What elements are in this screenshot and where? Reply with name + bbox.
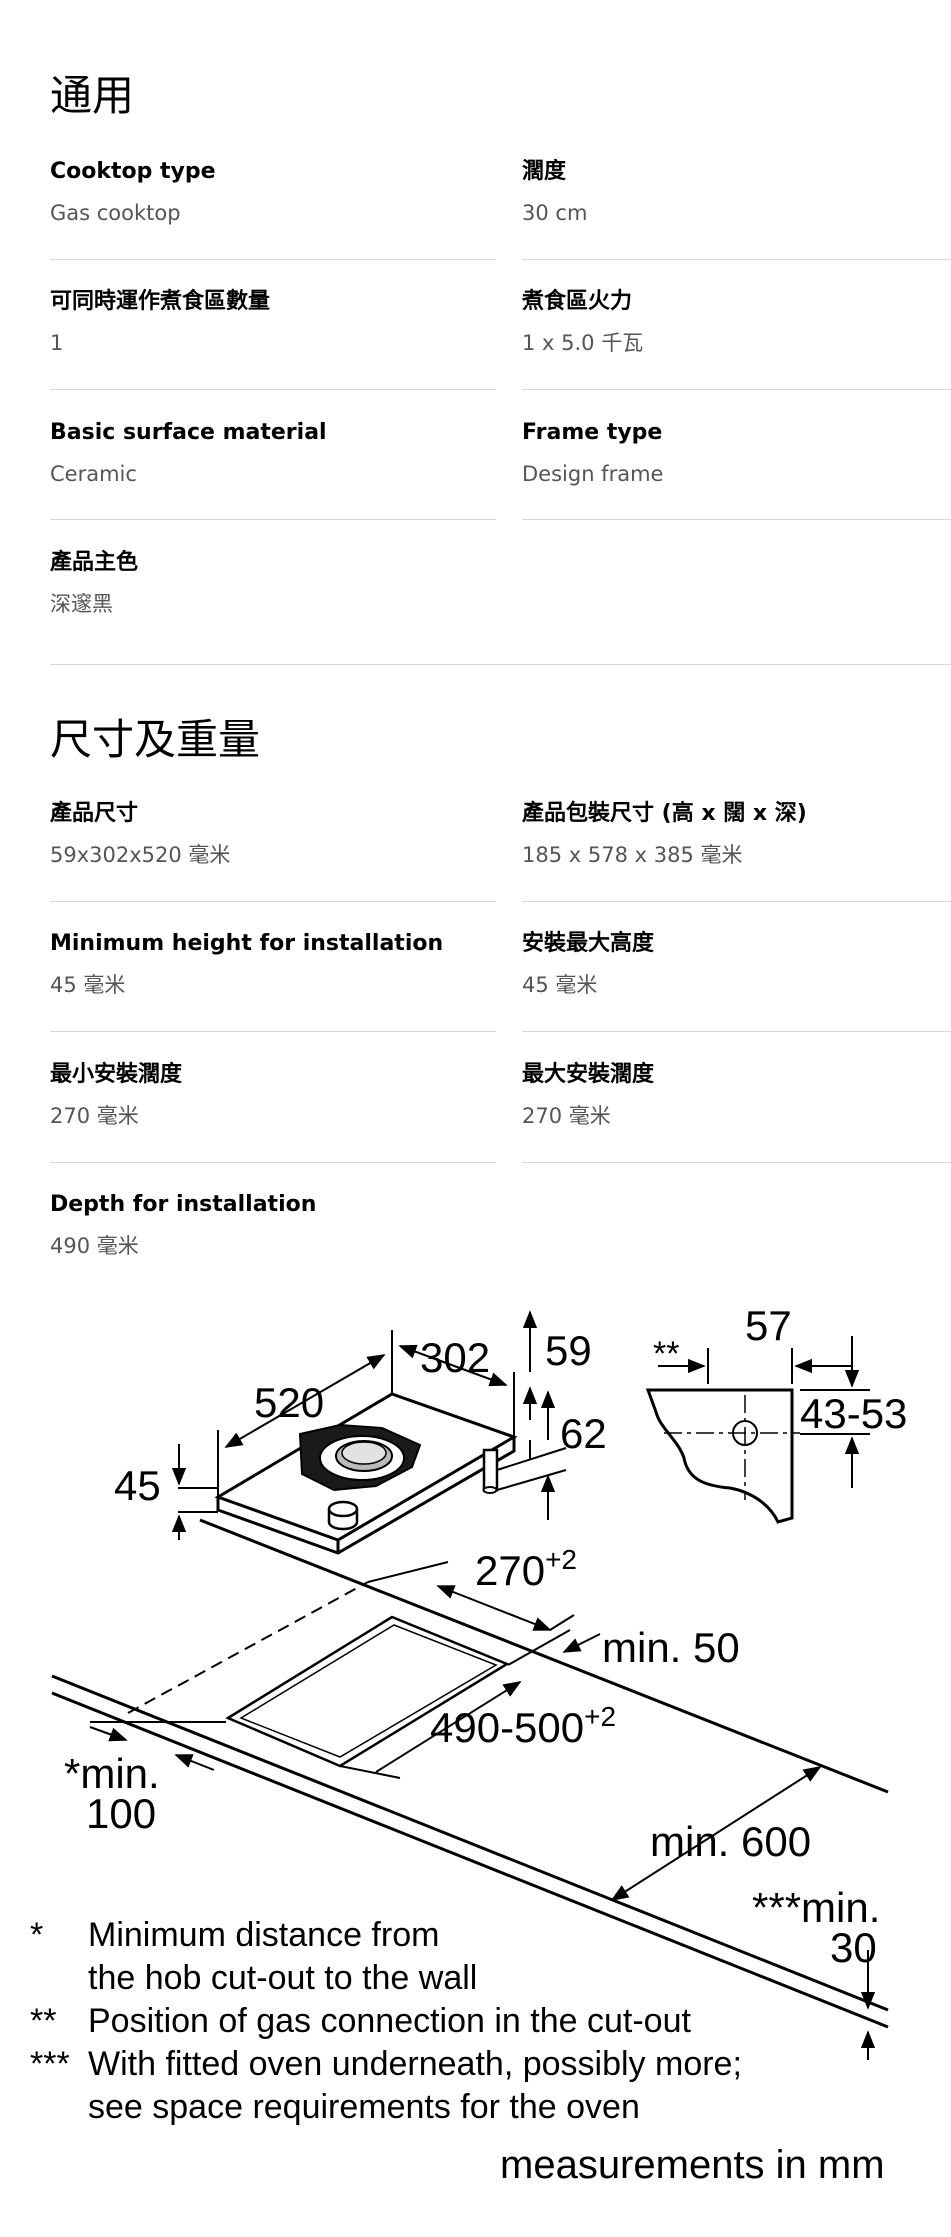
note-2-line-1: Position of gas connection in the cut-ou… bbox=[88, 2002, 691, 2040]
spec-label: 煮食區火力 bbox=[522, 289, 633, 314]
spec-label: 最大安裝濶度 bbox=[522, 1062, 655, 1087]
note-3-line-2: see space requirements for the oven bbox=[88, 2088, 640, 2126]
spec-label: 產品尺寸 bbox=[50, 801, 139, 826]
section-title-general: 通用 bbox=[50, 71, 135, 120]
spec-value: 30 cm bbox=[522, 201, 588, 225]
dim-270-tolerance: +2 bbox=[545, 1544, 577, 1575]
spec-zone-count: 可同時運作煮食區數量 1 bbox=[50, 287, 496, 358]
dim-270: 270+2 bbox=[475, 1544, 577, 1594]
spec-label: 產品主色 bbox=[50, 550, 139, 575]
spec-label: 安裝最大高度 bbox=[522, 931, 655, 956]
spec-value: Ceramic bbox=[50, 462, 137, 486]
note-1-mark: * bbox=[30, 1916, 43, 1954]
spec-zone-power: 煮食區火力 1 x 5.0 千瓦 bbox=[522, 287, 951, 358]
divider bbox=[50, 519, 496, 520]
dim-min-600: min. 600 bbox=[650, 1818, 811, 1865]
dim-270-value: 270 bbox=[475, 1547, 545, 1594]
spec-value: 270 毫米 bbox=[50, 1104, 139, 1128]
spec-value: 490 毫米 bbox=[50, 1234, 139, 1258]
divider bbox=[522, 901, 951, 902]
gas-connection-section bbox=[645, 1336, 870, 1524]
note-1-line-2: the hob cut-out to the wall bbox=[88, 1959, 477, 1997]
cooktop-dimension-lines bbox=[171, 1310, 567, 1540]
spec-max-install-height: 安裝最大高度 45 毫米 bbox=[522, 929, 951, 1000]
spec-width: 濶度 30 cm bbox=[522, 157, 951, 228]
spec-min-install-height: Minimum height for installation 45 毫米 bbox=[50, 929, 496, 1000]
spec-label: Basic surface material bbox=[50, 420, 327, 445]
spec-value: 深邃黑 bbox=[50, 592, 113, 616]
spec-cooktop-type: Cooktop type Gas cooktop bbox=[50, 157, 496, 228]
units-caption: measurements in mm bbox=[500, 2143, 885, 2187]
gas-connection-mark: ** bbox=[653, 1335, 679, 1373]
diagram-notes: * Minimum distance from the hob cut-out … bbox=[30, 1916, 885, 2187]
spec-main-color: 產品主色 深邃黑 bbox=[50, 548, 496, 619]
dim-min-50: min. 50 bbox=[602, 1624, 740, 1671]
dim-57: 57 bbox=[745, 1302, 792, 1349]
dim-490-tolerance: +2 bbox=[584, 1701, 616, 1732]
spec-product-size: 產品尺寸 59x302x520 毫米 bbox=[50, 799, 496, 870]
divider bbox=[522, 1162, 951, 1163]
note-3-line-1: With fitted oven underneath, possibly mo… bbox=[88, 2045, 742, 2083]
spec-value: 45 毫米 bbox=[50, 973, 126, 997]
divider bbox=[50, 901, 496, 902]
dim-490-500: 490-500+2 bbox=[430, 1701, 616, 1751]
spec-surface-material: Basic surface material Ceramic bbox=[50, 418, 496, 489]
countertop-drawing bbox=[51, 1518, 889, 2060]
divider bbox=[50, 389, 496, 390]
spec-label: Cooktop type bbox=[50, 159, 216, 184]
spec-value: 270 毫米 bbox=[522, 1104, 611, 1128]
dim-min-100-value: 100 bbox=[86, 1790, 156, 1837]
dim-59: 59 bbox=[545, 1327, 592, 1374]
divider bbox=[522, 1031, 951, 1032]
installation-diagram: 302 59 520 62 45 57 43-53 ** bbox=[30, 1302, 907, 2187]
spec-max-install-width: 最大安裝濶度 270 毫米 bbox=[522, 1060, 951, 1131]
spec-value: 185 x 578 x 385 毫米 bbox=[522, 843, 743, 867]
spec-value: 59x302x520 毫米 bbox=[50, 843, 231, 867]
dim-302: 302 bbox=[420, 1334, 490, 1381]
dim-min-30-label: ***min. bbox=[752, 1884, 880, 1931]
spec-label: 可同時運作煮食區數量 bbox=[50, 289, 271, 314]
spec-value: 1 bbox=[50, 331, 64, 355]
dim-62: 62 bbox=[560, 1410, 607, 1457]
spec-value: 45 毫米 bbox=[522, 973, 598, 997]
divider bbox=[50, 259, 496, 260]
divider bbox=[522, 259, 951, 260]
spec-label: 產品包裝尺寸 (高 x 闊 x 深) bbox=[522, 801, 807, 826]
spec-install-depth: Depth for installation 490 毫米 bbox=[50, 1190, 496, 1261]
spec-label: Frame type bbox=[522, 420, 663, 445]
spec-label: Minimum height for installation bbox=[50, 931, 444, 956]
divider bbox=[522, 389, 951, 390]
spec-value: Design frame bbox=[522, 462, 664, 486]
dim-45: 45 bbox=[114, 1462, 161, 1509]
note-3-mark: *** bbox=[30, 2045, 70, 2083]
dim-520: 520 bbox=[254, 1379, 324, 1426]
dim-43-53: 43-53 bbox=[800, 1390, 907, 1437]
dim-490-value: 490-500 bbox=[430, 1704, 584, 1751]
spec-value: Gas cooktop bbox=[50, 201, 181, 225]
spec-label: 最小安裝濶度 bbox=[50, 1062, 183, 1087]
spec-label: Depth for installation bbox=[50, 1192, 317, 1217]
note-2-mark: ** bbox=[30, 2002, 56, 2040]
spec-min-install-width: 最小安裝濶度 270 毫米 bbox=[50, 1060, 496, 1131]
note-1-line-1: Minimum distance from bbox=[88, 1916, 439, 1954]
divider bbox=[50, 1031, 496, 1032]
section-divider bbox=[50, 664, 951, 665]
section-title-dimensions: 尺寸及重量 bbox=[50, 715, 261, 764]
spec-label: 濶度 bbox=[522, 159, 567, 184]
divider bbox=[50, 1162, 496, 1163]
dim-min-30-value: 30 bbox=[830, 1924, 877, 1971]
spec-value: 1 x 5.0 千瓦 bbox=[522, 331, 644, 355]
divider bbox=[522, 519, 951, 520]
dim-min-100-label: *min. bbox=[64, 1750, 160, 1797]
spec-package-size: 產品包裝尺寸 (高 x 闊 x 深) 185 x 578 x 385 毫米 bbox=[522, 799, 951, 870]
spec-frame-type: Frame type Design frame bbox=[522, 418, 951, 489]
